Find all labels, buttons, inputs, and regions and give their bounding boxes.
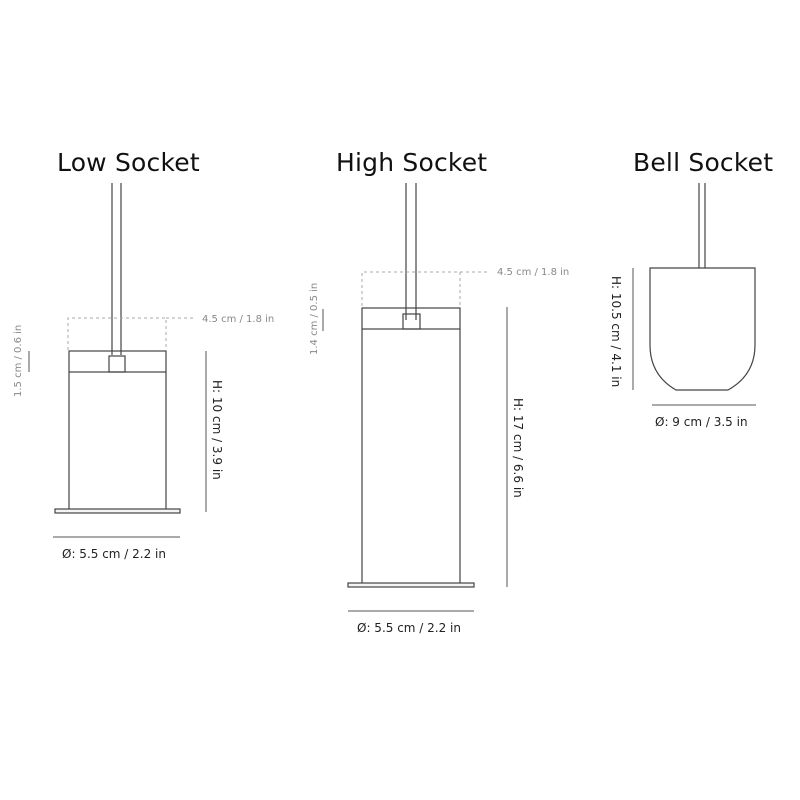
high-diameter-label: Ø: 5.5 cm / 2.2 in	[357, 621, 461, 635]
title-bell-socket: Bell Socket	[633, 148, 774, 177]
high-socket-dimensions	[322, 307, 508, 612]
high-socket-drawing	[347, 183, 490, 588]
high-top-height-label: 1.4 cm / 0.5 in	[309, 283, 320, 355]
low-diameter-label: Ø: 5.5 cm / 2.2 in	[62, 547, 166, 561]
low-top-width-label: 4.5 cm / 1.8 in	[202, 314, 274, 325]
bell-height-label: H: 10.5 cm / 4.1 in	[609, 276, 623, 387]
title-high-socket: High Socket	[336, 148, 488, 177]
high-height-label: H: 17 cm / 6.6 in	[511, 398, 525, 498]
bell-socket-dimensions	[632, 268, 756, 406]
bell-socket-drawing	[649, 183, 756, 391]
low-socket-dimensions	[28, 351, 207, 538]
low-top-height-label: 1.5 cm / 0.6 in	[13, 325, 24, 397]
low-height-label: H: 10 cm / 3.9 in	[210, 380, 224, 480]
low-socket-drawing	[54, 183, 195, 514]
high-top-width-label: 4.5 cm / 1.8 in	[497, 267, 569, 278]
bell-diameter-label: Ø: 9 cm / 3.5 in	[655, 415, 748, 429]
title-low-socket: Low Socket	[57, 148, 200, 177]
